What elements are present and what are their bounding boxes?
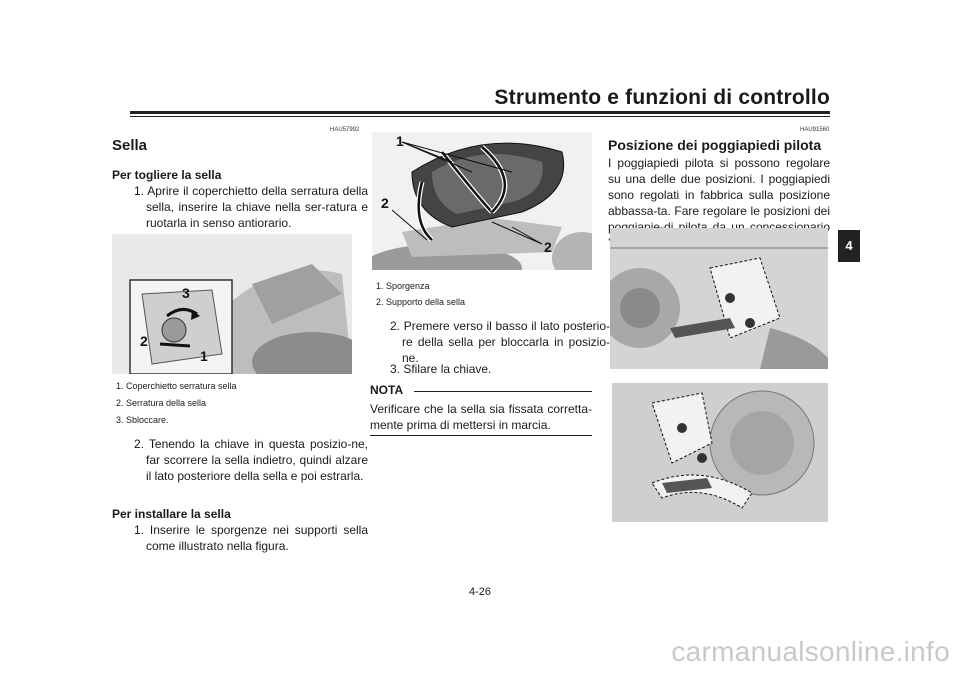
figure-seat-supports — [372, 132, 592, 270]
fig2-caption-2: 2. Supporto della sella — [376, 297, 466, 307]
remove-step-1: 1. Aprire il coperchietto della serratur… — [134, 184, 368, 230]
figure-seat-lock — [112, 234, 352, 374]
subheading-remove: Per togliere la sella — [112, 168, 222, 182]
note-title: NOTA — [370, 383, 404, 397]
fig2-callout-2-left: 2 — [381, 195, 389, 211]
header-rule-thin — [130, 116, 830, 117]
section-code: HAU57992 — [330, 127, 360, 133]
fig1-caption-3: 3. Sbloccare. — [116, 415, 169, 425]
fig2-caption-1: 1. Sporgenza — [376, 281, 430, 291]
seat-lock-illustration — [112, 234, 352, 374]
figure-footrest-upper — [610, 228, 828, 369]
seat-supports-illustration — [372, 132, 592, 270]
watermark[interactable]: carmanualsonline.info — [671, 636, 950, 667]
section-heading-footrest: Posizione dei poggiapiedi pilota — [608, 137, 822, 153]
figure-footrest-lower — [612, 383, 828, 522]
remove-step-2: 2. Tenendo la chiave in questa posizio-n… — [134, 437, 368, 483]
section-heading-sella: Sella — [112, 137, 148, 154]
footrest-lower-illustration — [612, 383, 828, 522]
section-code-footrest: HAU91560 — [800, 127, 830, 133]
fig1-caption-1: 1. Coperchietto serratura sella — [116, 381, 237, 391]
note-text: Verificare che la sella sia fissata corr… — [370, 402, 592, 432]
subheading-install: Per installare la sella — [112, 507, 231, 521]
note-rule-top — [414, 391, 592, 392]
install-step-2: 2. Premere verso il basso il lato poster… — [390, 319, 610, 365]
install-step-1: 1. Inserire le sporgenze nei supporti se… — [134, 523, 368, 553]
fig2-callout-2-right: 2 — [544, 239, 552, 255]
fig1-callout-3: 3 — [182, 285, 190, 301]
chapter-tab[interactable]: 4 — [838, 230, 860, 262]
fig1-caption-2: 2. Serratura della sella — [116, 398, 207, 408]
header-rule — [130, 111, 830, 114]
page-number: 4-26 — [468, 586, 492, 598]
footrest-upper-illustration — [610, 228, 828, 369]
install-step-3: 3. Sfilare la chiave. — [390, 362, 492, 376]
fig1-callout-1: 1 — [200, 348, 208, 364]
fig2-callout-1: 1 — [396, 133, 404, 149]
fig1-callout-2: 2 — [140, 333, 148, 349]
page-title: Strumento e funzioni di controllo — [494, 86, 830, 109]
note-rule-bottom — [370, 435, 592, 436]
